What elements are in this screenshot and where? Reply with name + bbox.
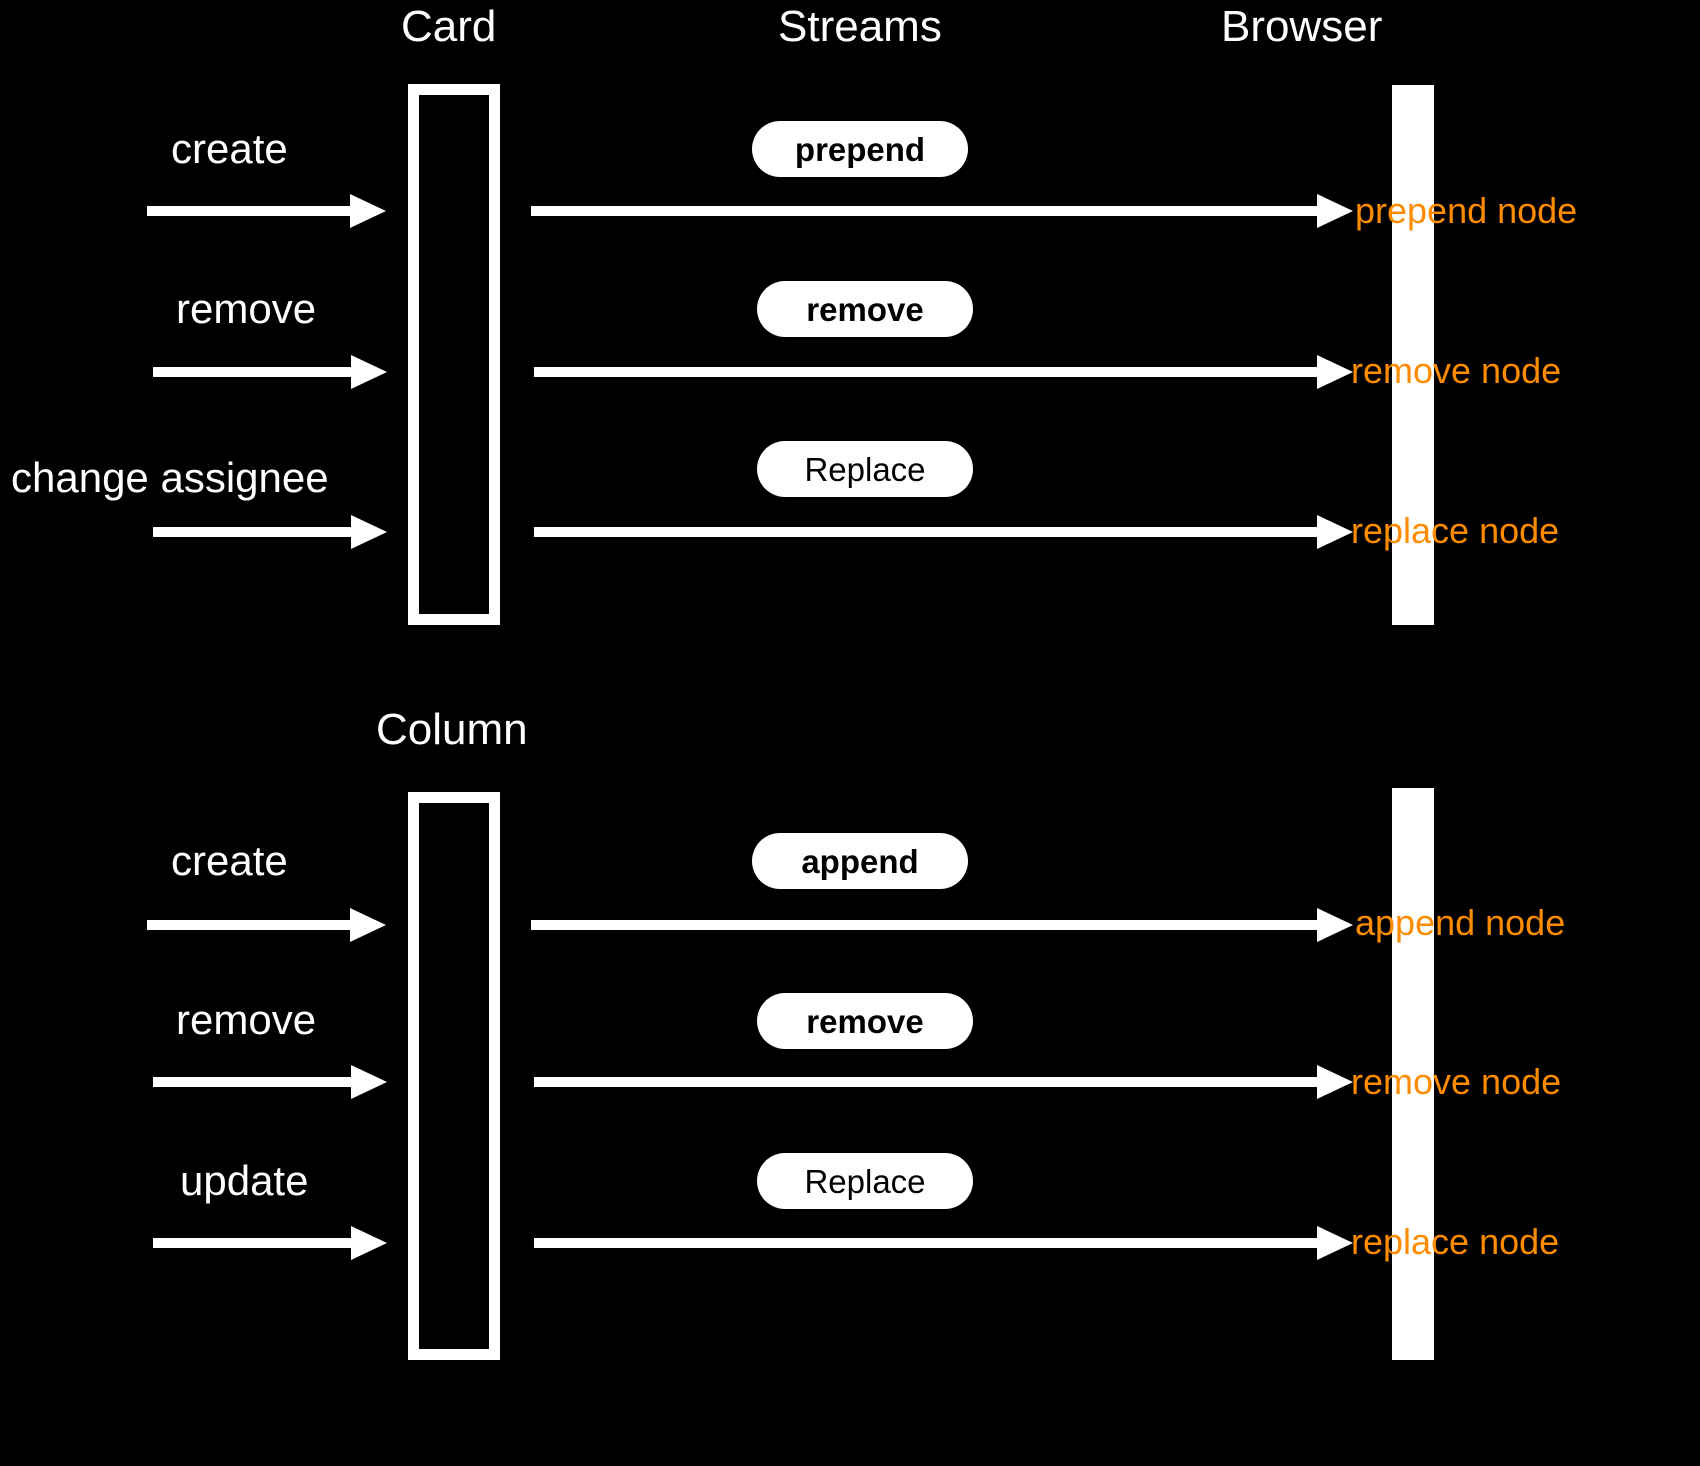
arrow-stream-column-remove (534, 1065, 1353, 1099)
heading-streams: Streams (778, 2, 942, 51)
lane-box-card (408, 84, 500, 625)
stream-pill-card-replace[interactable]: Replace (757, 441, 973, 497)
arrow-column-remove (153, 1065, 387, 1099)
result-label-replace-node-column: replace node (1351, 1221, 1560, 1262)
arrow-card-change-assignee (153, 515, 387, 549)
action-label-column-remove: remove (176, 996, 317, 1043)
action-label-card-remove: remove (176, 285, 317, 332)
arrow-card-remove (153, 355, 387, 389)
arrow-card-create (147, 194, 386, 228)
action-label-column-update: update (180, 1157, 309, 1204)
arrow-stream-card-replace (534, 515, 1353, 549)
heading-column: Column (376, 705, 528, 754)
stream-pill-column-remove[interactable]: remove (757, 993, 973, 1049)
arrow-stream-column-append (531, 908, 1353, 942)
result-label-replace-node-card: replace node (1351, 510, 1560, 551)
result-label-remove-node-column: remove node (1351, 1061, 1562, 1102)
action-label-column-create: create (171, 837, 288, 884)
browser-lane-bar-bottom (1392, 788, 1434, 1360)
browser-lane-bar-top (1392, 85, 1434, 625)
arrow-stream-card-remove (534, 355, 1353, 389)
stream-pill-card-remove[interactable]: remove (757, 281, 973, 337)
arrow-column-create (147, 908, 386, 942)
stream-pill-column-replace[interactable]: Replace (757, 1153, 973, 1209)
stream-pill-column-append[interactable]: append (752, 833, 968, 889)
arrow-stream-card-prepend (531, 194, 1353, 228)
stream-pill-card-prepend[interactable]: prepend (752, 121, 968, 177)
heading-browser: Browser (1221, 2, 1383, 51)
action-label-card-create: create (171, 125, 288, 172)
action-label-card-change-assignee: change assignee (11, 454, 329, 501)
arrow-column-update (153, 1226, 387, 1260)
result-label-remove-node-card: remove node (1351, 350, 1562, 391)
result-label-prepend-node: prepend node (1355, 190, 1578, 231)
heading-card: Card (401, 2, 497, 51)
result-label-append-node: append node (1355, 902, 1566, 943)
lane-box-column (408, 792, 500, 1360)
arrow-stream-column-replace (534, 1226, 1353, 1260)
